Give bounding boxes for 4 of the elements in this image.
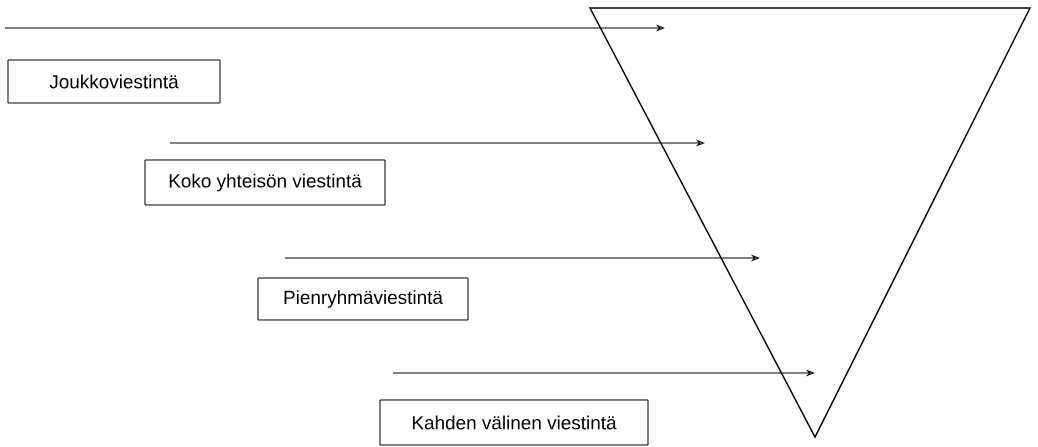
label-box: Kahden välinen viestintä bbox=[379, 399, 649, 446]
label-box: Joukkoviestintä bbox=[7, 59, 221, 104]
label-box: Pienryhmäviestintä bbox=[257, 277, 469, 321]
label-box: Koko yhteisön viestintä bbox=[144, 159, 386, 206]
